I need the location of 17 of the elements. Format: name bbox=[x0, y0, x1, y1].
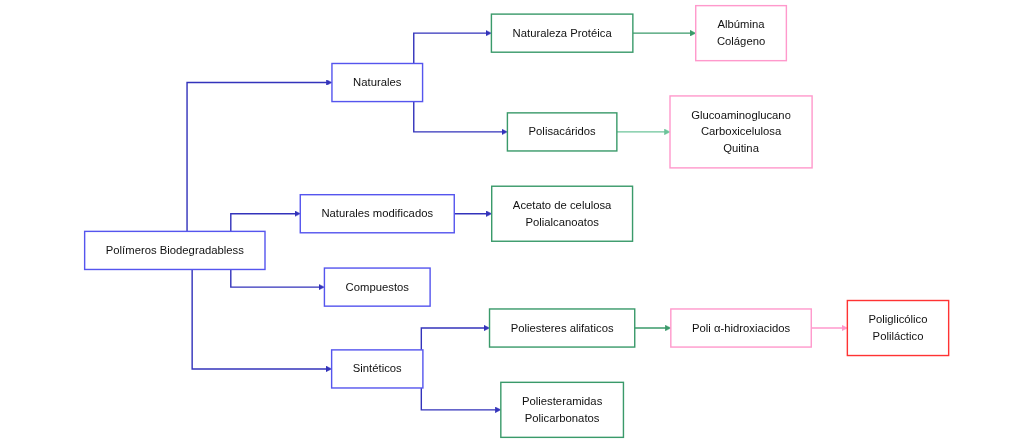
node-box: Glucoaminoglucano Carboxicelulosa Quitina bbox=[669, 95, 814, 169]
node-box: Polisacáridos bbox=[507, 112, 618, 152]
arrow bbox=[230, 210, 301, 233]
node-box: Naturaleza Protéica bbox=[491, 13, 634, 53]
node-box: Poli α-hidroxiacidos bbox=[670, 308, 813, 348]
arrow bbox=[420, 387, 502, 413]
node-box: Acetato de celulosa Polialcanoatos bbox=[491, 185, 634, 242]
node-box: Poliesteramidas Policarbonatos bbox=[500, 381, 625, 439]
arrow bbox=[186, 79, 333, 233]
node-box: Compuestos bbox=[324, 267, 432, 307]
node-box: Naturales modificados bbox=[299, 194, 456, 234]
node-box: Sintéticos bbox=[331, 349, 424, 389]
node-box: Poliesteres alifaticos bbox=[489, 308, 636, 348]
node-box: Poliglicólico Poliláctico bbox=[847, 299, 950, 357]
node-box: Albúmina Colágeno bbox=[695, 4, 788, 62]
node-box: Naturales bbox=[331, 62, 424, 103]
node-box: Polímeros Biodegradabless bbox=[84, 230, 267, 271]
